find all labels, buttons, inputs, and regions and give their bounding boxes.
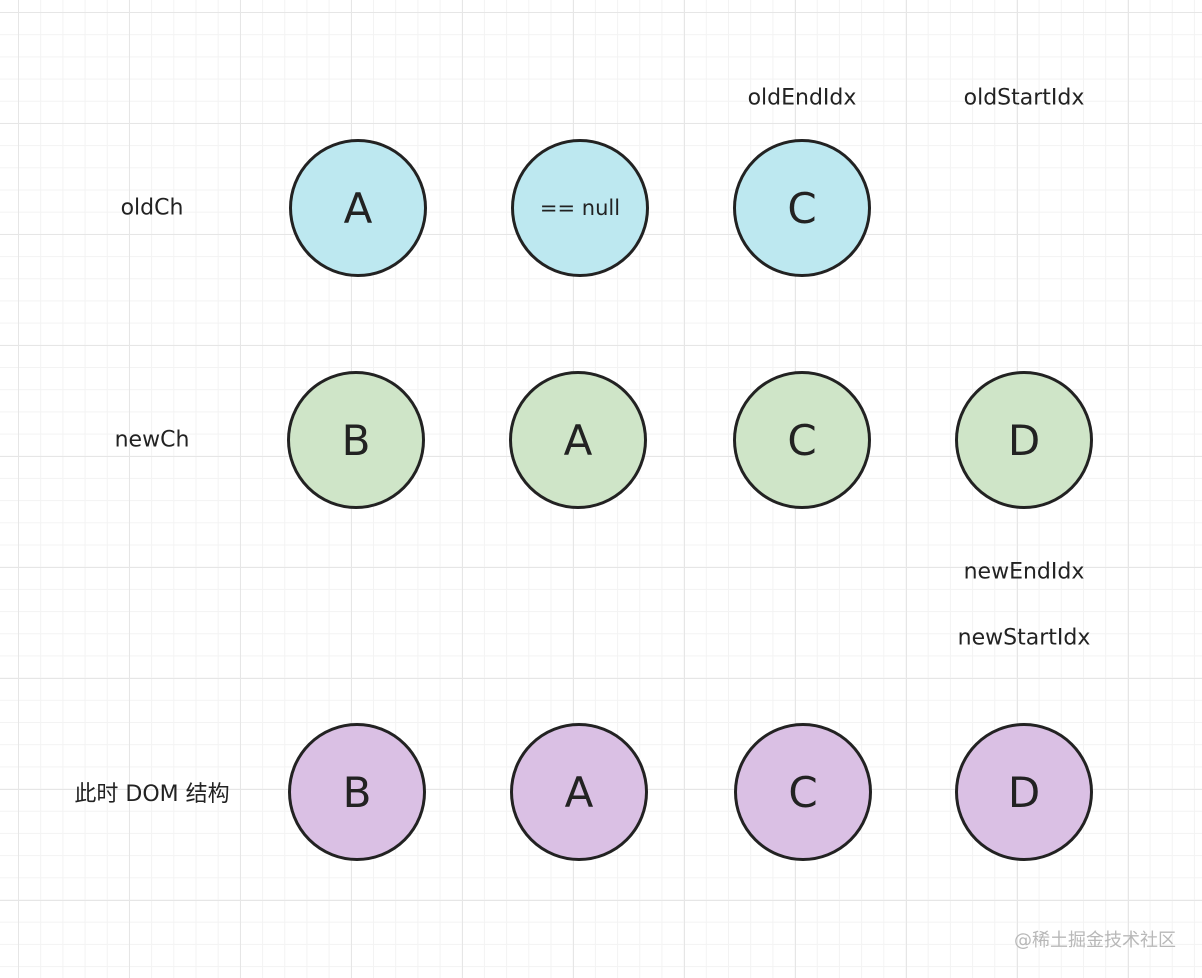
new-node-1: B <box>287 371 425 509</box>
old-node-3: C <box>733 139 871 277</box>
watermark-text: @稀土掘金技术社区 <box>1014 930 1176 951</box>
new-node-4: D <box>955 371 1093 509</box>
dom-node-3: C <box>734 723 872 861</box>
old-end-idx-label: oldEndIdx <box>747 85 857 111</box>
new-start-idx-label: newStartIdx <box>957 625 1091 651</box>
old-children-label: oldCh <box>120 195 184 221</box>
dom-structure-label: 此时 DOM 结构 <box>74 782 230 807</box>
old-node-2: == null <box>511 139 649 277</box>
dom-node-4: D <box>955 723 1093 861</box>
new-node-3: C <box>733 371 871 509</box>
dom-node-1: B <box>288 723 426 861</box>
new-node-2: A <box>509 371 647 509</box>
old-node-1: A <box>289 139 427 277</box>
dom-node-2: A <box>510 723 648 861</box>
new-children-label: newCh <box>114 427 190 453</box>
old-start-idx-label: oldStartIdx <box>963 85 1085 111</box>
new-end-idx-label: newEndIdx <box>963 559 1085 585</box>
